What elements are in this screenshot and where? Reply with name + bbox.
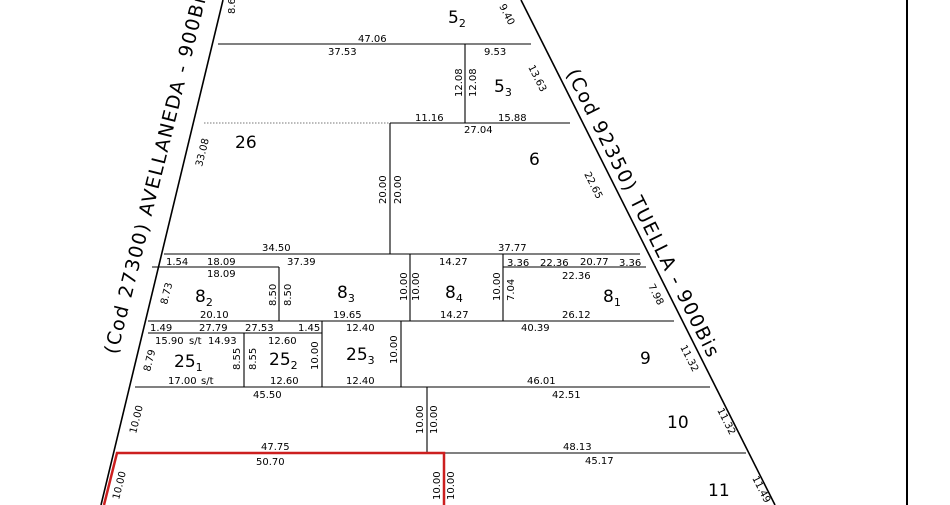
dimension-label: 10.00 <box>492 272 503 301</box>
lot-label-6: 6 <box>529 150 540 170</box>
dimension-label: 12.08 <box>454 68 465 97</box>
lot-lines <box>135 43 746 454</box>
dimension-label: 3.36 <box>619 258 641 269</box>
dimension-label: 20.00 <box>393 175 404 204</box>
dimension-label: 27.53 <box>245 323 274 334</box>
dimension-label: 27.04 <box>464 125 493 136</box>
dimension-label: 10.00 <box>432 471 443 500</box>
dimension-label: s/t <box>189 336 202 347</box>
lot-numbers: 52 53 26 6 82 83 84 81 251 252 253 9 10 … <box>174 8 730 501</box>
dimension-label: 1.45 <box>298 323 320 334</box>
dimension-label: 37.53 <box>328 47 357 58</box>
dimension-label: 50.70 <box>256 457 285 468</box>
dimension-label: 45.50 <box>253 390 282 401</box>
dimension-label: 1.49 <box>150 323 172 334</box>
dimension-label: 19.65 <box>333 310 362 321</box>
dimension-label: 12.40 <box>346 376 375 387</box>
dimension-label: 8.79 <box>142 348 158 372</box>
dimension-label: 22.36 <box>540 258 569 269</box>
lot-label-25-1: 251 <box>174 352 203 374</box>
dimension-label: 8.55 <box>232 348 243 370</box>
dimension-label: 11.16 <box>415 113 444 124</box>
dimension-label: 48.13 <box>563 442 592 453</box>
dimension-label: 8.55 <box>248 348 259 370</box>
dimension-label: 47.06 <box>358 34 387 45</box>
dimension-label: 9.53 <box>484 47 506 58</box>
dimension-label: 13.63 <box>525 63 548 94</box>
dimension-label: 22.36 <box>562 271 591 282</box>
dimension-label: 10.00 <box>310 341 321 370</box>
lot-label-9: 9 <box>640 349 651 369</box>
dimension-label: 20.77 <box>580 257 609 268</box>
lot-label-25-3: 253 <box>346 345 375 367</box>
dimension-label: 14.93 <box>208 336 237 347</box>
lot-label-8-2: 82 <box>195 287 213 309</box>
dimension-label: 47.75 <box>261 442 290 453</box>
lot-label-5-2: 52 <box>448 8 466 30</box>
dimension-label: 7.04 <box>506 279 517 301</box>
dimension-label: 26.12 <box>562 310 591 321</box>
dimension-label: 8.73 <box>159 281 175 305</box>
dimension-label: 37.39 <box>287 257 316 268</box>
dimension-label: 12.60 <box>268 336 297 347</box>
dimension-label: 14.27 <box>439 257 468 268</box>
dimension-label: 18.09 <box>207 257 236 268</box>
dimension-label: 10.00 <box>389 335 400 364</box>
lot-label-25-2: 252 <box>269 350 298 372</box>
dimension-label: 8.50 <box>283 284 294 306</box>
dimension-label: 7.98 <box>645 282 665 307</box>
dimension-label: 27.79 <box>199 323 228 334</box>
dimension-label: 11.49 <box>749 474 772 505</box>
dimension-label: 12.60 <box>270 376 299 387</box>
dimension-label: 10.00 <box>111 470 129 500</box>
dimension-label: 22.65 <box>581 170 604 201</box>
dimension-label: s/t <box>201 376 214 387</box>
dimension-label: 14.27 <box>440 310 469 321</box>
dimension-label: 15.90 <box>155 336 184 347</box>
lot-label-11: 11 <box>708 481 730 501</box>
lot-label-5-3: 53 <box>494 77 512 99</box>
dimension-label: 9.40 <box>496 2 516 27</box>
dimension-label: 20.00 <box>378 175 389 204</box>
dimension-label: 10.00 <box>429 405 440 434</box>
dimension-label: 45.17 <box>585 456 614 467</box>
dimension-label: 12.08 <box>468 68 479 97</box>
dimension-label: 10.00 <box>415 405 426 434</box>
lot-label-8-1: 81 <box>603 287 621 309</box>
dimension-label: 10.00 <box>399 272 410 301</box>
dimension-label: 42.51 <box>552 390 581 401</box>
lot-label-10: 10 <box>667 413 689 433</box>
dimension-label: 37.77 <box>498 243 527 254</box>
lot-label-8-3: 83 <box>337 283 355 305</box>
dimension-labels: 47.06 37.53 9.53 11.16 15.88 27.04 34.50… <box>150 34 641 468</box>
dimension-label: 10.00 <box>446 471 457 500</box>
dimension-label: 1.54 <box>166 257 188 268</box>
block-edge-right <box>520 0 776 505</box>
lot-label-8-4: 84 <box>445 283 463 305</box>
dimension-label: 15.88 <box>498 113 527 124</box>
highlighted-lot-outline <box>102 451 446 505</box>
dimension-label: 10.00 <box>128 404 146 434</box>
dimension-label: 8.50 <box>268 284 279 306</box>
dimension-label: 20.10 <box>200 310 229 321</box>
dimension-label: 17.00 <box>168 376 197 387</box>
lot-label-26: 26 <box>235 133 257 153</box>
dimension-label: 18.09 <box>207 269 236 280</box>
dimension-label: 46.01 <box>527 376 556 387</box>
dimension-label: 3.36 <box>507 258 529 269</box>
dimension-label: 33.08 <box>194 137 212 167</box>
dimension-label: 34.50 <box>262 243 291 254</box>
dimension-label: 10.00 <box>411 272 422 301</box>
block-edge-left <box>100 0 224 505</box>
dimension-label: 40.39 <box>521 323 550 334</box>
dimension-label: 8.63 <box>227 0 238 14</box>
dimension-label: 12.40 <box>346 323 375 334</box>
